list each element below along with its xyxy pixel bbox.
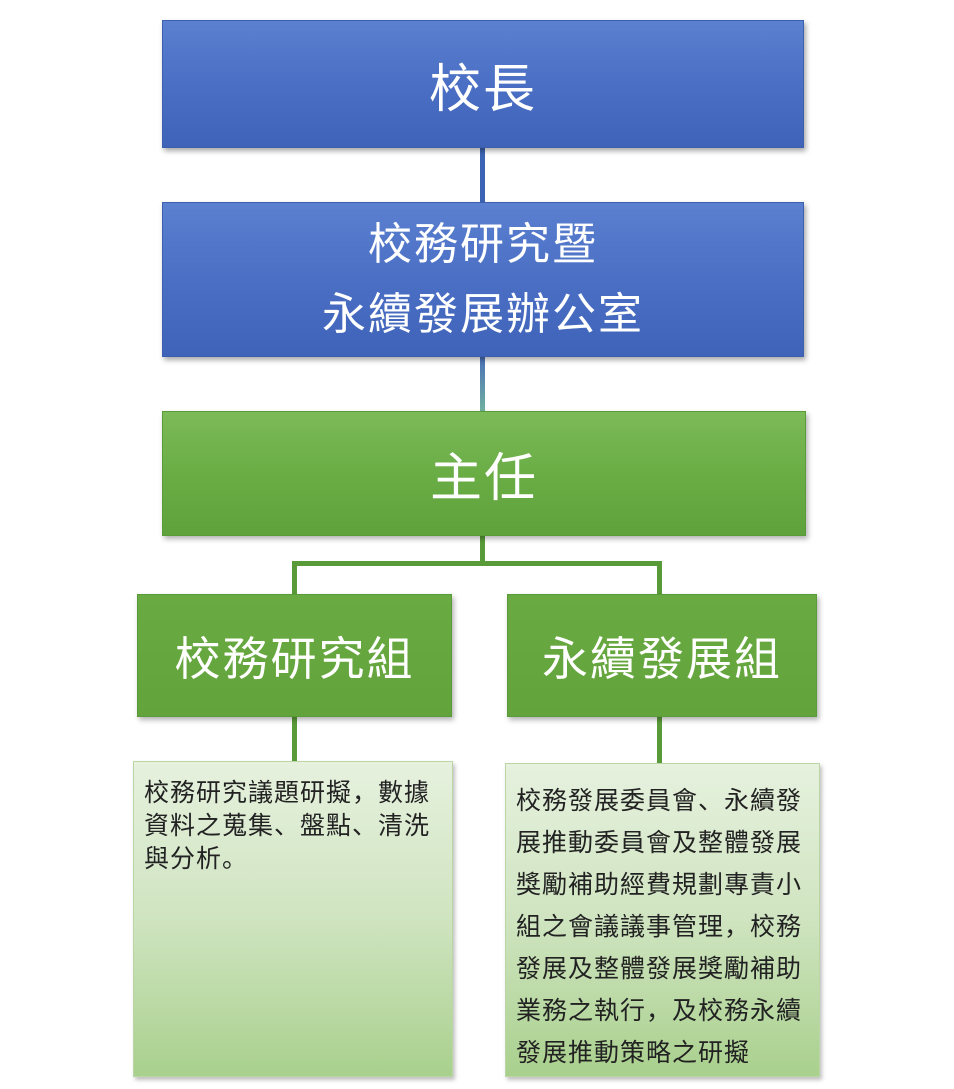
- desc-right-line: 校務發展委員會、永續發: [516, 786, 803, 815]
- desc-left-line: 資料之蒐集、盤點、清洗: [144, 811, 431, 840]
- desc-box-sustainable-development: 校務發展委員會、永續發 展推動委員會及整體發展 獎勵補助經費規劃專責小 組之會議…: [505, 763, 820, 1077]
- desc-left-line: 與分析。: [144, 844, 249, 873]
- connector-right-desc: [657, 717, 662, 763]
- connector-left-drop: [292, 561, 297, 594]
- desc-left-line: 校務研究議題研擬，數據: [144, 778, 431, 807]
- group-label-sustainable-development: 永續發展組: [542, 631, 782, 686]
- office-label-line2: 永續發展辦公室: [322, 288, 644, 340]
- desc-right-line: 業務之執行，及校務永續: [516, 996, 803, 1025]
- connector-left-desc: [292, 717, 297, 761]
- desc-box-institutional-research: 校務研究議題研擬，數據 資料之蒐集、盤點、清洗 與分析。: [133, 761, 453, 1077]
- group-label-institutional-research: 校務研究組: [174, 631, 415, 686]
- principal-box: 校長: [162, 20, 804, 148]
- desc-right-line: 展推動委員會及整體發展: [516, 828, 803, 857]
- director-box: 主任: [162, 411, 806, 536]
- desc-right-line: 發展推動策略之研擬: [516, 1038, 751, 1067]
- connector-right-drop: [657, 561, 662, 594]
- director-label: 主任: [429, 449, 538, 509]
- connector-principal-office: [480, 148, 485, 202]
- connector-horizontal: [292, 561, 662, 566]
- desc-right-line: 發展及整體發展獎勵補助: [516, 954, 803, 983]
- connector-office-director: [480, 357, 485, 411]
- desc-right-line: 獎勵補助經費規劃專責小: [516, 870, 803, 899]
- office-label-line1: 校務研究暨: [368, 218, 598, 270]
- connector-director-stem: [480, 536, 485, 564]
- group-box-institutional-research: 校務研究組: [137, 594, 452, 717]
- office-box: 校務研究暨 永續發展辦公室: [162, 202, 804, 357]
- desc-right-line: 組之會議議事管理，校務: [516, 912, 803, 941]
- principal-label: 校長: [428, 59, 537, 120]
- group-box-sustainable-development: 永續發展組: [507, 594, 817, 717]
